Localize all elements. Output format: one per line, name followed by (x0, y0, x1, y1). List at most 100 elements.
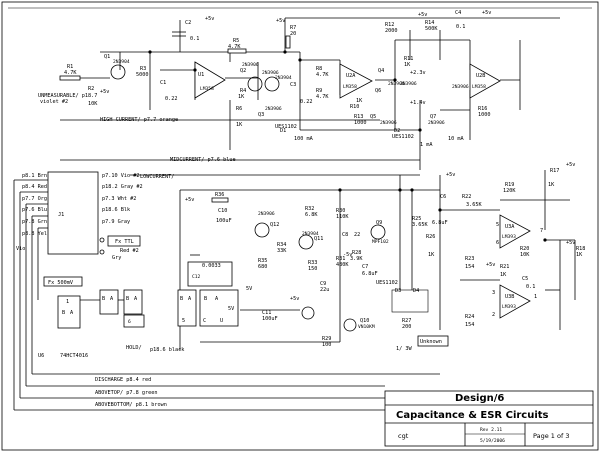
svg-text:J1: J1 (58, 212, 64, 218)
svg-text:LM393: LM393 (502, 304, 516, 310)
svg-text:5: 5 (496, 222, 499, 228)
svg-text:4.7K: 4.7K (228, 44, 241, 50)
svg-text:U6: U6 (38, 353, 44, 359)
svg-text:R22: R22 (462, 194, 471, 200)
svg-text:C4: C4 (455, 10, 461, 16)
svg-text:154: 154 (465, 264, 474, 270)
svg-text:6.8uF: 6.8uF (432, 220, 448, 226)
svg-text:p8.8 Yel: p8.8 Yel (22, 231, 47, 237)
svg-text:UES1102: UES1102 (376, 280, 398, 286)
svg-text:+5v: +5v (205, 16, 214, 22)
svg-text:R35: R35 (258, 258, 267, 264)
svg-text:2000: 2000 (385, 28, 398, 34)
svg-text:+5v: +5v (100, 89, 109, 95)
svg-text:1: 1 (66, 299, 69, 305)
svg-text:Q12: Q12 (270, 222, 279, 228)
svg-text:1K: 1K (500, 272, 507, 278)
svg-text:Fx TTL: Fx TTL (115, 239, 134, 245)
svg-text:ABOVETOP/ p7.8 green: ABOVETOP/ p7.8 green (95, 390, 157, 396)
svg-text:Q1: Q1 (104, 54, 110, 60)
svg-text:A: A (110, 296, 114, 302)
svg-text:0.22: 0.22 (165, 96, 178, 102)
svg-text:1000: 1000 (354, 120, 367, 126)
svg-text:6: 6 (128, 319, 131, 325)
svg-text:+5v: +5v (446, 172, 455, 178)
svg-text:2N3906: 2N3906 (262, 70, 279, 76)
svg-text:2N3904: 2N3904 (113, 59, 130, 65)
svg-text:p8.4 Red: p8.4 Red (22, 184, 47, 190)
svg-text:LM358: LM358 (472, 84, 486, 90)
svg-text:+5v: +5v (290, 296, 299, 302)
design-number: Design/6 (455, 393, 504, 404)
svg-text:R2: R2 (88, 86, 94, 92)
svg-text:1/ 3W: 1/ 3W (396, 346, 412, 352)
svg-text:5000: 5000 (136, 72, 149, 78)
svg-text:Q3: Q3 (258, 112, 264, 118)
svg-text:R8: R8 (316, 66, 322, 72)
svg-text:154: 154 (465, 322, 474, 328)
svg-text:B: B (102, 296, 105, 302)
svg-text:1K: 1K (428, 252, 435, 258)
svg-text:R3: R3 (140, 66, 146, 72)
svg-text:Q10: Q10 (360, 318, 369, 324)
svg-text:0.1: 0.1 (526, 284, 535, 290)
svg-text:C9: C9 (320, 281, 326, 287)
svg-text:+5v: +5v (482, 10, 491, 16)
svg-text:R1: R1 (67, 64, 73, 70)
svg-text:C2: C2 (185, 20, 191, 26)
svg-text:1K: 1K (236, 122, 243, 128)
author: cgt (398, 432, 409, 440)
svg-text:R9: R9 (316, 88, 322, 94)
svg-text:R16: R16 (478, 106, 487, 112)
svg-text:Q6: Q6 (375, 88, 381, 94)
svg-text:680: 680 (258, 264, 267, 270)
svg-text:R31: R31 (336, 256, 345, 262)
svg-text:200: 200 (402, 324, 411, 330)
svg-text:R29: R29 (322, 336, 331, 342)
connector-j1: J1 p8.1 Brn p8.4 Red p7.7 Org p7.6 Blu p… (13, 171, 440, 411)
drawing-date: 5/19/2006 (480, 438, 505, 444)
svg-text:R14: R14 (425, 20, 434, 26)
svg-text:+5v: +5v (486, 262, 495, 268)
svg-text:C12: C12 (192, 274, 201, 280)
svg-text:B: B (126, 296, 129, 302)
svg-text:MPF102: MPF102 (372, 239, 389, 245)
svg-text:2N3906: 2N3906 (388, 81, 405, 87)
svg-text:+5v: +5v (418, 12, 427, 18)
u1-opamp: U1 LM358 (194, 61, 226, 99)
svg-text:R28: R28 (352, 250, 361, 256)
svg-text:22u: 22u (320, 287, 329, 293)
wires-top (60, 17, 560, 176)
svg-text:C7: C7 (362, 264, 368, 270)
svg-text:+5v: +5v (185, 197, 194, 203)
svg-text:1K: 1K (238, 94, 245, 100)
svg-text:2N3906: 2N3906 (428, 120, 445, 126)
svg-text:LM358: LM358 (343, 84, 357, 90)
svg-text:Q5: Q5 (370, 114, 376, 120)
svg-text:VN10KM: VN10KM (358, 324, 375, 330)
svg-text:D1: D1 (280, 128, 286, 134)
svg-text:4.7K: 4.7K (316, 94, 329, 100)
svg-text:C6: C6 (440, 194, 446, 200)
svg-text:33K: 33K (277, 248, 287, 254)
svg-text:3.9K: 3.9K (350, 256, 363, 262)
svg-text:4.7K: 4.7K (64, 70, 77, 76)
svg-text:B: B (180, 296, 183, 302)
svg-text:2N3904: 2N3904 (275, 75, 292, 81)
svg-text:U1: U1 (198, 72, 204, 78)
svg-text:2N3906: 2N3906 (452, 84, 469, 90)
svg-text:5V: 5V (246, 286, 252, 292)
svg-text:2N3906: 2N3906 (258, 211, 275, 217)
svg-text:2N3906: 2N3906 (265, 106, 282, 112)
title-block: Design/6 Capacitance & ESR Circuits cgt … (384, 390, 594, 447)
svg-text:110K: 110K (336, 214, 349, 220)
svg-text:20: 20 (290, 31, 296, 37)
svg-text:p18.2 Gray #2: p18.2 Gray #2 (102, 184, 143, 190)
svg-text:2N3906: 2N3906 (400, 81, 417, 87)
svg-text:C1: C1 (160, 80, 166, 86)
svg-text:C11: C11 (262, 310, 271, 316)
oscillator-section: +5v R36 220 C10 100uF 2N3906 Q12 R32 6.8… (177, 189, 349, 350)
svg-text:-5v: -5v (343, 252, 352, 258)
